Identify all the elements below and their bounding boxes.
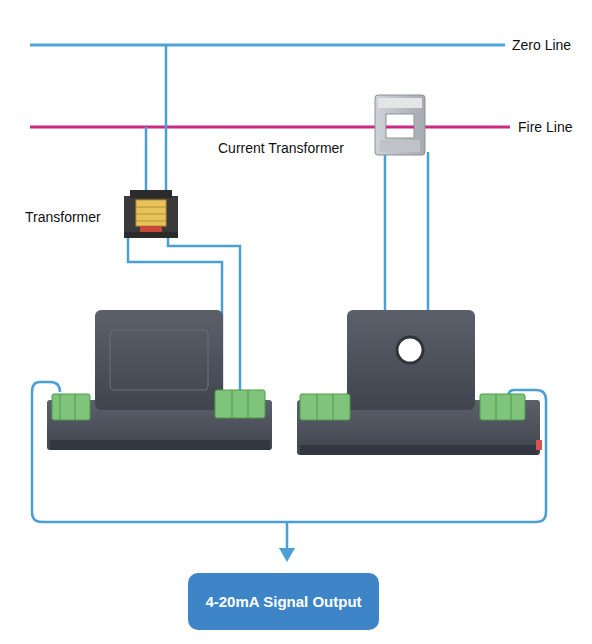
line-name: Fire Line	[518, 119, 572, 135]
part-name: Current Transformer	[218, 140, 344, 156]
line-name: Zero Line	[512, 37, 571, 53]
signal-module	[47, 310, 272, 450]
box-text: 4-20mA Signal Output	[205, 593, 361, 610]
zero-line	[30, 44, 505, 47]
output-box: 4-20mA Signal Output	[188, 573, 379, 630]
current-transformer-symbol	[375, 95, 425, 155]
arrow-head	[279, 548, 295, 562]
part-name: Transformer	[25, 209, 101, 225]
signal-module	[297, 310, 542, 455]
fire-line	[30, 126, 510, 129]
transformer-symbol	[124, 190, 178, 238]
wires	[32, 45, 546, 552]
